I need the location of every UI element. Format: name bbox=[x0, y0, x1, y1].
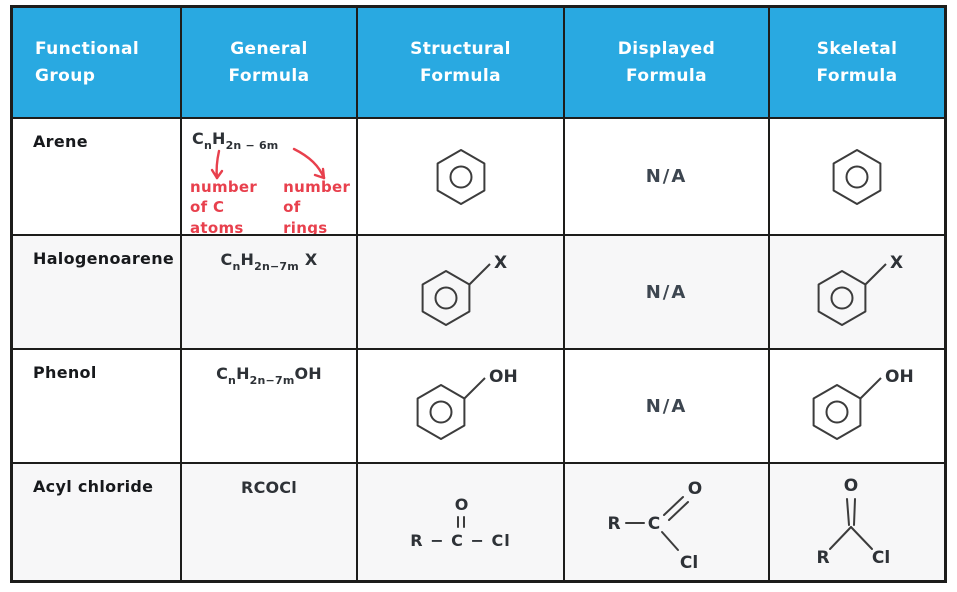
row-arene-structural bbox=[358, 119, 565, 236]
svg-text:R: R bbox=[607, 514, 620, 534]
double-bond bbox=[457, 515, 466, 528]
header-general-formula: General Formula bbox=[182, 8, 358, 119]
header-skeletal-formula: Skeletal Formula bbox=[770, 8, 944, 119]
annotation-labels: number of C atoms number of rings bbox=[190, 177, 354, 236]
benzene-ring-x-structure: X bbox=[421, 253, 507, 326]
svg-text:O: O bbox=[844, 476, 858, 496]
chain-label: R − C − Cl bbox=[410, 530, 511, 550]
functional-groups-table: Functional Group General Formula Structu… bbox=[10, 5, 947, 583]
formula-text: CnH2n−7mOH bbox=[216, 364, 322, 387]
row-phenol-group-label: Phenol bbox=[13, 350, 182, 464]
row-arene-general-formula: CnH2n − 6m number of C atoms number of r… bbox=[182, 119, 358, 236]
benzene-ring-oh-structure: OH bbox=[416, 367, 518, 440]
benzene-ring-structure bbox=[436, 148, 485, 205]
svg-text:X: X bbox=[494, 253, 507, 273]
svg-text:X: X bbox=[890, 253, 903, 273]
svg-text:OH: OH bbox=[885, 367, 914, 387]
acyl-chloride-structure: O R − C − Cl bbox=[410, 495, 510, 550]
svg-text:Cl: Cl bbox=[872, 548, 890, 568]
annotation-rings: number of rings bbox=[283, 178, 351, 236]
row-acyl-skeletal: O R Cl bbox=[770, 464, 944, 580]
header-displayed-formula: Displayed Formula bbox=[565, 8, 770, 119]
acyl-chloride-skeletal-structure: O R Cl bbox=[816, 476, 890, 568]
svg-text:C: C bbox=[647, 514, 659, 534]
header-functional-group: Functional Group bbox=[13, 8, 182, 119]
row-halogenoarene-displayed: N/A bbox=[565, 236, 770, 350]
row-acyl-displayed: R C O Cl bbox=[565, 464, 770, 580]
row-halogenoarene-skeletal: X bbox=[770, 236, 944, 350]
svg-text:OH: OH bbox=[489, 367, 518, 387]
header-structural-formula: Structural Formula bbox=[358, 8, 565, 119]
formula-text: CnH2n − 6m bbox=[192, 129, 279, 152]
benzene-ring-oh-skeletal: OH bbox=[812, 367, 914, 440]
row-acyl-group-label: Acyl chloride bbox=[13, 464, 182, 580]
row-halogenoarene-structural: X bbox=[358, 236, 565, 350]
row-halogenoarene-group-label: Halogenoarene bbox=[13, 236, 182, 350]
oxygen-label: O bbox=[454, 494, 469, 514]
row-phenol-displayed: N/A bbox=[565, 350, 770, 464]
acyl-chloride-displayed-structure: R C O Cl bbox=[607, 479, 702, 573]
row-acyl-general-formula: RCOCl bbox=[182, 464, 358, 580]
annotation-c-atoms: number of C atoms bbox=[190, 178, 258, 236]
benzene-ring-x-skeletal: X bbox=[817, 253, 903, 326]
svg-text:R: R bbox=[816, 548, 829, 568]
row-arene-group-label: Arene bbox=[13, 119, 182, 236]
svg-text:O: O bbox=[687, 479, 701, 499]
formula-text: RCOCl bbox=[241, 478, 297, 497]
row-phenol-general-formula: CnH2n−7mOH bbox=[182, 350, 358, 464]
row-phenol-structural: OH bbox=[358, 350, 565, 464]
row-arene-displayed: N/A bbox=[565, 119, 770, 236]
row-acyl-structural: O R − C − Cl bbox=[358, 464, 565, 580]
row-phenol-skeletal: OH bbox=[770, 350, 944, 464]
svg-text:Cl: Cl bbox=[679, 553, 697, 573]
benzene-ring-skeletal bbox=[832, 148, 882, 205]
row-arene-skeletal bbox=[770, 119, 944, 236]
